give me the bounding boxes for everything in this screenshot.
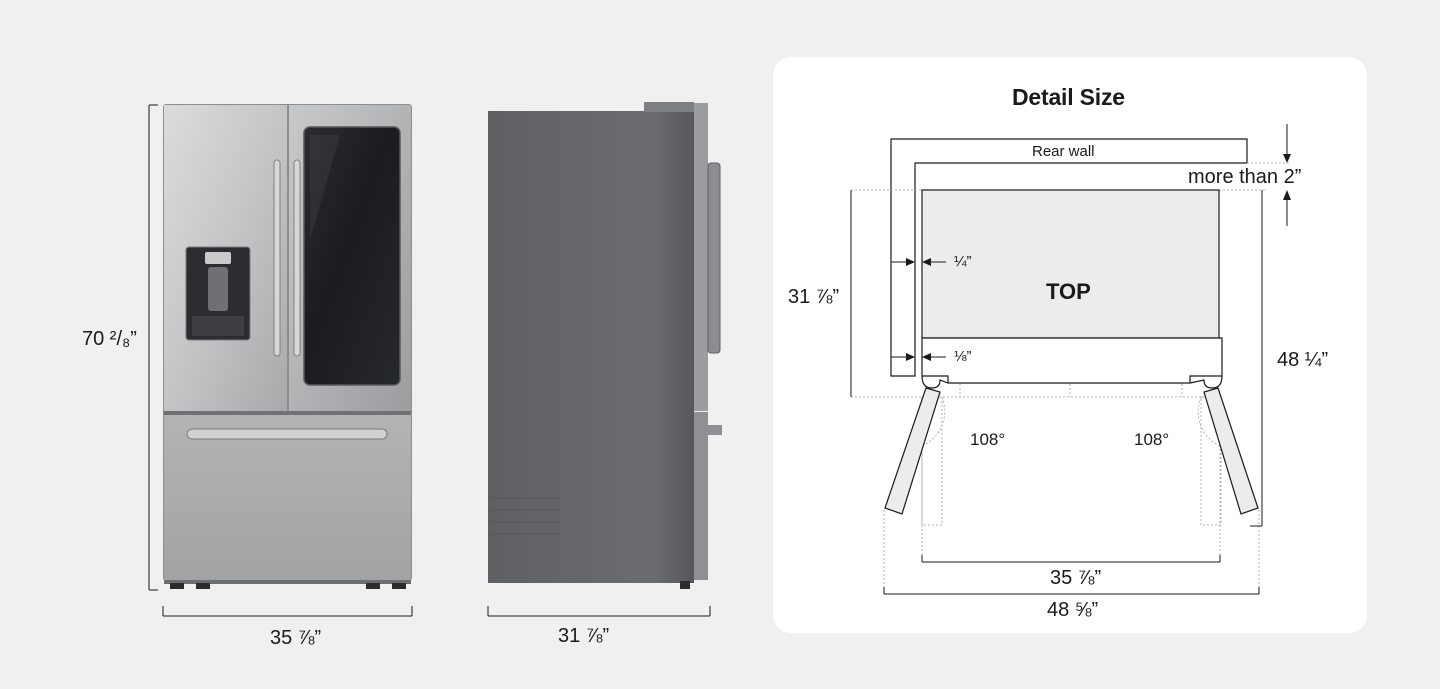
side-depth-label: 31 ⅞” — [558, 625, 610, 647]
door-gap-label: ⅛” — [954, 348, 972, 365]
top-label: TOP — [1046, 279, 1091, 304]
angle-right-label: 108° — [1134, 430, 1170, 449]
detail-dimension-lines — [850, 124, 1288, 595]
side-view-fridge — [488, 102, 722, 589]
side-gap-label: ¼” — [954, 253, 972, 270]
width-open-label: 48 ⅝” — [1047, 599, 1099, 621]
left-door-open — [884, 387, 941, 515]
right-handle — [293, 159, 301, 357]
front-dimension-lines — [148, 104, 413, 617]
side-handle — [707, 162, 721, 354]
angle-left-label: 108° — [970, 430, 1006, 449]
clearance-label: more than 2” — [1188, 166, 1302, 188]
drawer-handle — [186, 428, 388, 440]
side-dimension-lines — [487, 606, 711, 617]
rear-wall — [890, 138, 1248, 377]
front-width-label: 35 ⅞” — [270, 627, 322, 649]
front-height-label: 70 ²/₈” — [82, 328, 137, 350]
width-closed-label: 35 ⅞” — [1050, 567, 1102, 589]
rear-wall-label: Rear wall — [1032, 143, 1095, 160]
left-handle — [273, 159, 281, 357]
arrowheads — [906, 154, 1291, 361]
detail-depth-open-label: 48 ¼” — [1277, 349, 1329, 371]
detail-title: Detail Size — [1012, 84, 1125, 110]
detail-depth-label: 31 ⅞” — [788, 286, 840, 308]
glass-panel — [303, 126, 401, 386]
fridge-top — [921, 189, 1220, 339]
front-view-fridge — [163, 104, 412, 589]
right-door-open — [1203, 387, 1259, 515]
side-panel — [488, 111, 694, 583]
freezer-drawer — [164, 415, 411, 581]
